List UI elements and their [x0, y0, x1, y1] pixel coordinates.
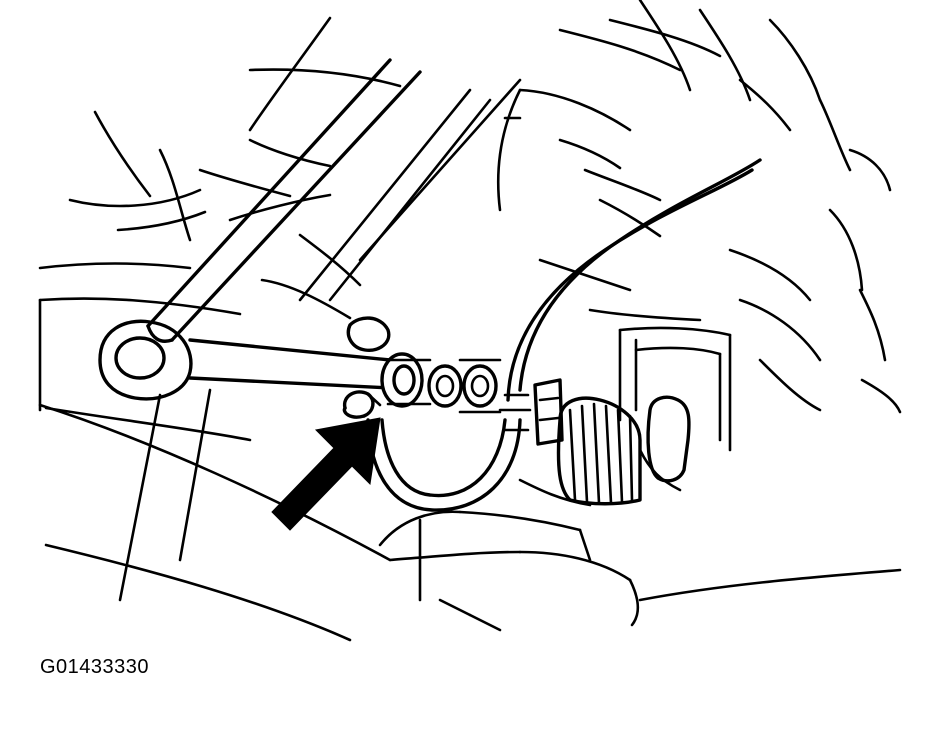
cable-bracket	[533, 378, 564, 446]
transmission-housing	[38, 0, 902, 452]
cable-end-bushing	[380, 352, 432, 408]
lower-casting	[38, 388, 902, 642]
shift-rod	[146, 58, 422, 343]
select-lever	[638, 395, 691, 492]
shift-cable-housing	[366, 158, 762, 512]
rubber-boot	[556, 396, 642, 506]
upper-rods	[298, 78, 522, 302]
shift-arm	[98, 319, 392, 401]
arrow-icon	[271, 417, 381, 531]
retaining-clip	[342, 390, 382, 419]
mounting-bolts	[346, 316, 502, 414]
figure-code: G01433330	[40, 656, 150, 678]
